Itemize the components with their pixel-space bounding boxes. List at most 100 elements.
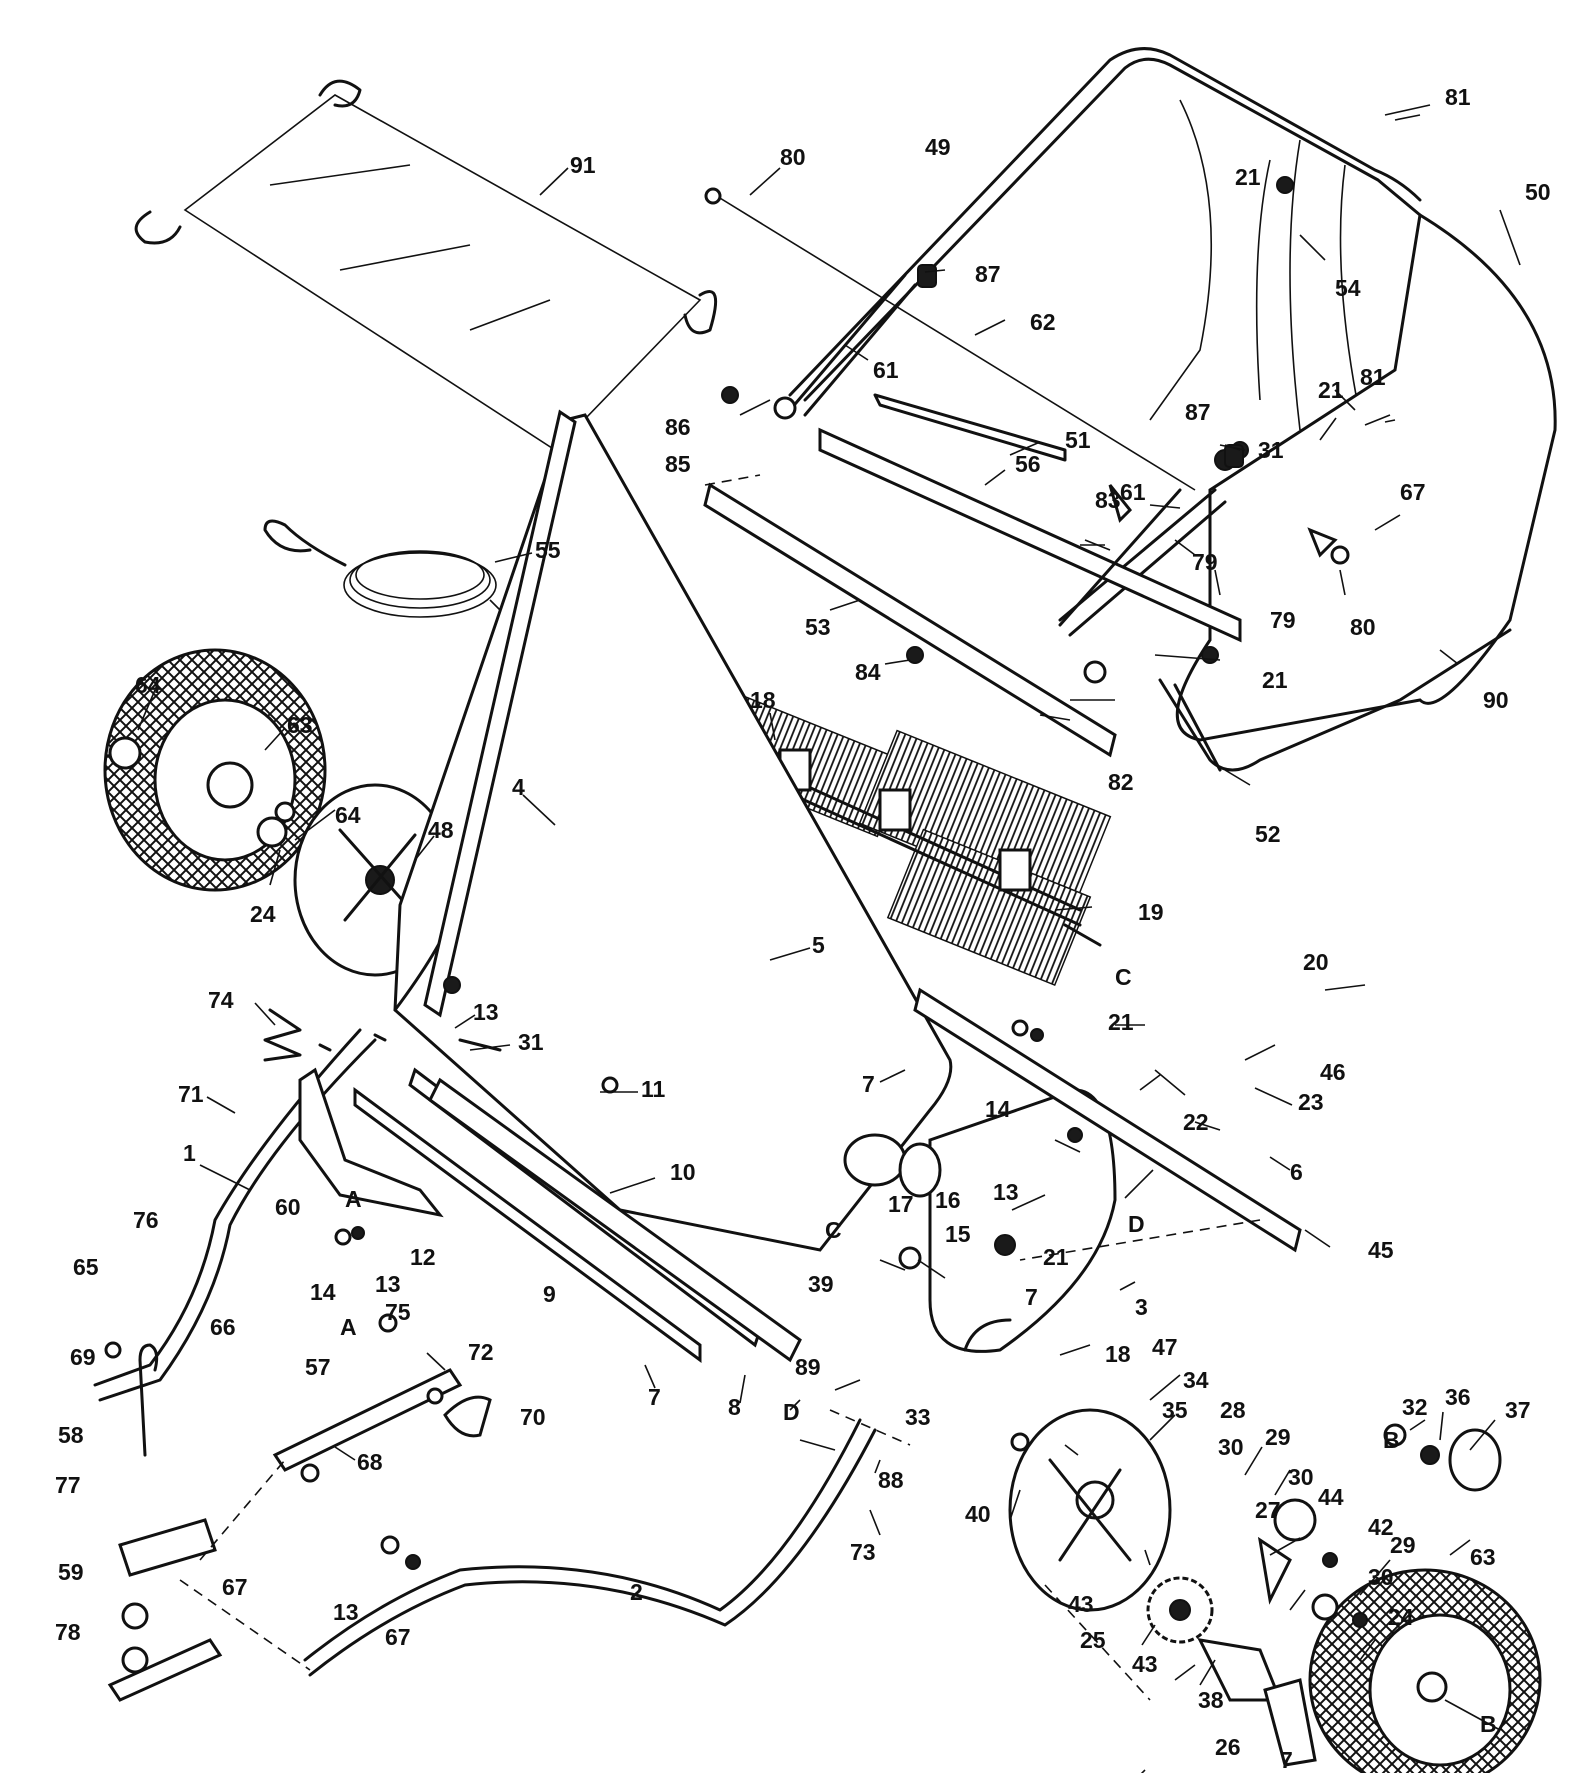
part-76-pin (138, 1343, 159, 1457)
callout-B: B (1480, 1711, 1497, 1737)
callout-48: 48 (428, 817, 454, 843)
callout-60: 60 (275, 1194, 301, 1220)
part-55-cord-coil (263, 519, 506, 618)
callout-79: 79 (1270, 607, 1296, 633)
callout-9: 9 (543, 1281, 556, 1307)
callout-22: 22 (1183, 1109, 1209, 1135)
callout-12: 12 (410, 1244, 436, 1270)
part-8-bar (428, 1077, 802, 1363)
callout-C: C (825, 1217, 842, 1243)
part-90-hopper-bag (1175, 212, 1557, 742)
fasteners (104, 801, 1502, 1621)
callout-30: 30 (1368, 1564, 1394, 1590)
callout-8: 8 (728, 1394, 741, 1420)
callout-49: 49 (925, 134, 951, 160)
callout-46: 46 (1320, 1059, 1346, 1085)
callout-91: 91 (570, 152, 596, 178)
part-56-panel (818, 427, 1242, 643)
callout-43: 43 (1068, 1591, 1094, 1617)
callout-67: 67 (222, 1574, 248, 1600)
callout-4: 4 (512, 774, 525, 800)
callout-55: 55 (535, 537, 561, 563)
callout-16: 16 (935, 1187, 961, 1213)
callout-80: 80 (1350, 614, 1376, 640)
part-63-wheel-left (103, 648, 327, 892)
callout-15: 15 (945, 1221, 971, 1247)
callout-6: 6 (1290, 1159, 1303, 1185)
callout-42: 42 (1368, 1514, 1394, 1540)
callout-33: 33 (905, 1404, 931, 1430)
callout-21: 21 (1108, 1009, 1134, 1035)
callout-B: B (1383, 1427, 1400, 1453)
callout-24: 24 (250, 901, 276, 927)
part-58-bracket (118, 1518, 217, 1577)
part-47-wheel-cover (1008, 1408, 1172, 1612)
callout-82: 82 (1108, 769, 1134, 795)
callout-73: 73 (850, 1539, 876, 1565)
leader-lines (137, 114, 1521, 1773)
callout-65: 65 (73, 1254, 99, 1280)
callout-88: 88 (878, 1467, 904, 1493)
callout-1: 1 (183, 1140, 196, 1166)
callout-72: 72 (468, 1339, 494, 1365)
callout-27: 27 (1255, 1497, 1281, 1523)
callout-10: 10 (670, 1159, 696, 1185)
part-6-bar (913, 987, 1302, 1253)
part-91-liner-sheet (134, 79, 718, 482)
callout-3: 3 (1135, 1294, 1148, 1320)
callout-64: 64 (135, 672, 161, 698)
callout-31: 31 (1258, 437, 1284, 463)
callout-36: 36 (1445, 1384, 1471, 1410)
callout-7: 7 (1025, 1284, 1038, 1310)
callout-18: 18 (750, 687, 776, 713)
callout-7: 7 (1280, 1747, 1293, 1773)
callout-21: 21 (1043, 1244, 1069, 1270)
callout-29: 29 (1265, 1424, 1291, 1450)
callout-14: 14 (985, 1096, 1011, 1122)
callout-31: 31 (518, 1029, 544, 1055)
callout-labels: 91 55 64 63 64 24 48 4 5 74 13 31 11 71 … (55, 84, 1551, 1773)
callout-51: 51 (1065, 427, 1091, 453)
callout-14: 14 (310, 1279, 336, 1305)
part-59-plate (107, 1638, 223, 1702)
callout-11: 11 (641, 1076, 666, 1102)
callout-66: 66 (210, 1314, 236, 1340)
callout-89: 89 (795, 1354, 821, 1380)
callout-19: 19 (1138, 899, 1164, 925)
part-83-axle (1058, 488, 1182, 627)
callout-69: 69 (70, 1344, 96, 1370)
callout-37: 37 (1505, 1397, 1531, 1423)
callout-52: 52 (1255, 821, 1281, 847)
callout-57: 57 (305, 1354, 331, 1380)
callout-D: D (783, 1399, 800, 1425)
callout-A: A (345, 1186, 362, 1212)
callout-29: 29 (1390, 1532, 1416, 1558)
callout-53: 53 (805, 614, 831, 640)
callout-80: 80 (780, 144, 806, 170)
callout-7: 7 (648, 1384, 661, 1410)
part-49-frame-tube (788, 47, 1422, 397)
callout-21: 21 (1318, 377, 1344, 403)
support-bars (353, 409, 1302, 1363)
part-4-bar (423, 409, 577, 1018)
callout-64: 64 (335, 802, 361, 828)
callout-79: 79 (1192, 549, 1218, 575)
callout-56: 56 (1015, 451, 1041, 477)
part-52-rear-frame (1158, 628, 1512, 772)
part-61-upper-arm (788, 273, 907, 412)
callout-18: 18 (1105, 1341, 1131, 1367)
callout-75: 75 (385, 1299, 411, 1325)
callout-68: 68 (357, 1449, 383, 1475)
callout-54: 54 (1335, 275, 1361, 301)
callout-2: 2 (630, 1579, 643, 1605)
callout-74: 74 (208, 987, 234, 1013)
callout-50: 50 (1525, 179, 1551, 205)
callout-83: 83 (1095, 487, 1121, 513)
callout-90: 90 (1483, 687, 1509, 713)
callout-87: 87 (1185, 399, 1211, 425)
callout-76: 76 (133, 1207, 159, 1233)
callout-59: 59 (58, 1559, 84, 1585)
callout-13: 13 (375, 1271, 401, 1297)
callout-17: 17 (888, 1191, 914, 1217)
part-5-housing (393, 413, 953, 1252)
